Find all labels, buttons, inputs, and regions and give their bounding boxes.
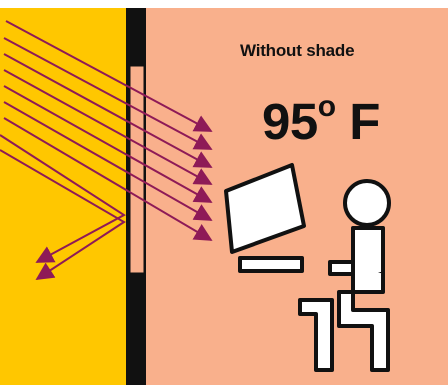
scenario-title: Without shade: [240, 41, 354, 61]
temperature-unit: F: [349, 93, 380, 150]
temperature-value: 95: [262, 93, 318, 150]
temperature-degree: o: [318, 90, 336, 123]
window-pane-icon: [130, 66, 144, 273]
person-head: [345, 181, 389, 225]
outdoor-area: [0, 8, 126, 385]
monitor-base: [240, 258, 302, 271]
temperature-readout: 95o F: [262, 96, 380, 147]
